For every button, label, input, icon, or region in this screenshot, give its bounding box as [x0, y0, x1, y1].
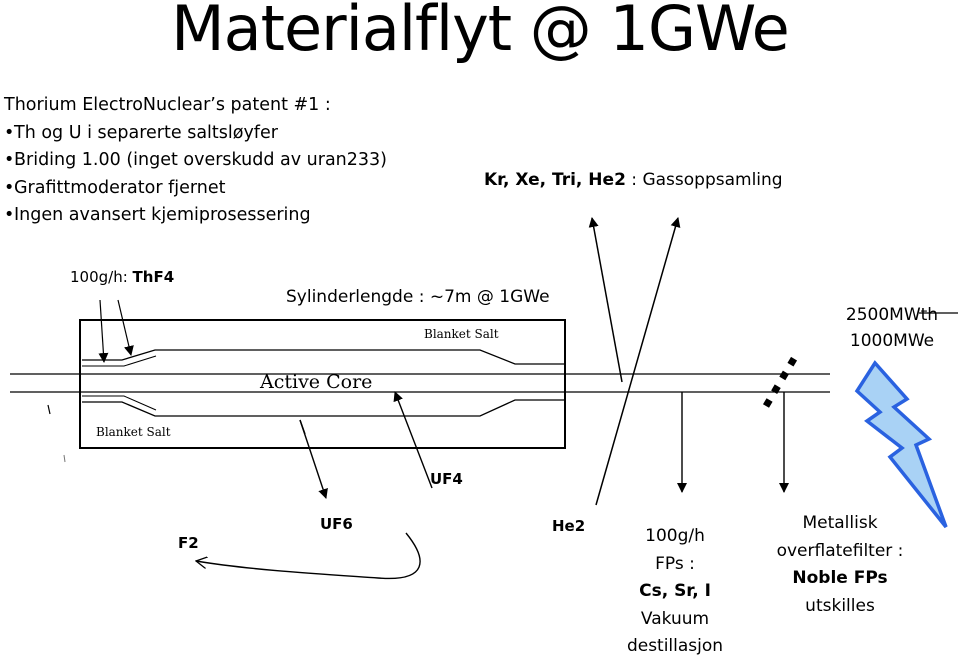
active-core-shape: [82, 349, 566, 417]
lightning-bolt-icon: [854, 360, 948, 529]
bullet-item: •Th og U i separerte saltsløyfer: [4, 122, 278, 143]
filter-label: Metallisk overflatefilter : Noble FPs ut…: [776, 513, 904, 616]
blanket-salt-top-label: Blanket Salt: [424, 327, 499, 341]
gas-line-2: [595, 217, 681, 506]
patent-notes: Thorium ElectroNuclear’s patent #1 : •Th…: [4, 92, 387, 230]
uf4-label: UF4: [430, 470, 463, 488]
bullet-item: •Grafittmoderator fjernet: [4, 177, 226, 198]
feed-arrow-1: [98, 299, 109, 363]
he2-label: He2: [552, 517, 586, 535]
power-label: 2500MWth 1000MWe: [845, 305, 939, 351]
feed-label: 100g/h: ThF4: [70, 268, 175, 286]
slide-title: Materialflyt @ 1GWe: [171, 0, 790, 65]
cylinder-length-label: Sylinderlengde : ~7m @ 1GWe: [286, 287, 550, 307]
reactor-frame: [79, 319, 566, 449]
f2-recycle-curve: [196, 532, 421, 580]
uf4-return-arrow: [393, 391, 433, 489]
f2-label: F2: [178, 534, 199, 552]
gas-collection-label: Kr, Xe, Tri, He2 : Gassoppsamling: [484, 170, 783, 190]
dashed-separator: [762, 350, 802, 408]
bullet-item: •Ingen avansert kjemiprosessering: [4, 205, 311, 225]
blanket-salt-bottom-label: Blanket Salt: [96, 425, 171, 439]
gas-line-1: [588, 217, 623, 383]
patent-heading: Thorium ElectroNuclear’s patent #1 :: [4, 95, 331, 115]
fps-label: 100g/h FPs : Cs, Sr, I Vakuum destillasj…: [626, 526, 724, 656]
bullet-item: •Briding 1.00 (inget overskudd av uran23…: [4, 150, 387, 170]
uf6-label: UF6: [320, 515, 353, 533]
feed-arrow-2: [117, 299, 134, 356]
active-core-label: Active Core: [260, 371, 373, 393]
